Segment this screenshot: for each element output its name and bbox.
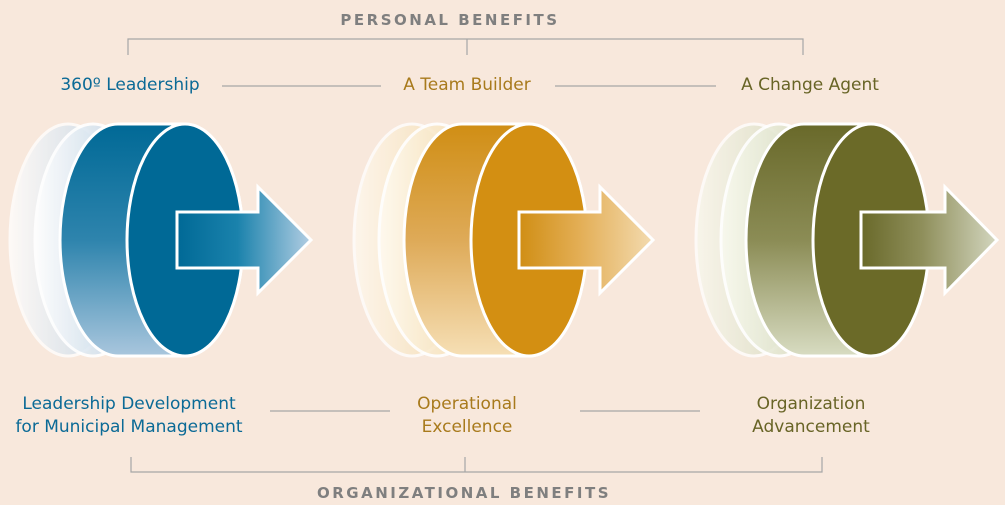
stage-2-bottom-line-1: Operational xyxy=(417,394,517,414)
stage-2-cylinder xyxy=(352,122,656,358)
stage-1-bottom-line-2: for Municipal Management xyxy=(15,417,243,437)
stage-2-top-label: A Team Builder xyxy=(403,75,531,95)
stage-2-bottom-label: Operational Excellence xyxy=(367,393,567,439)
stage-3-cylinder xyxy=(694,122,1000,358)
personal-benefits-bracket xyxy=(127,38,804,55)
stage-1-cylinder xyxy=(8,122,314,358)
stage-3-bottom-line-2: Advancement xyxy=(752,417,870,437)
stage-1-bottom-line-1: Leadership Development xyxy=(22,394,236,414)
stage-1-top-label: 360º Leadership xyxy=(60,75,200,95)
stage-2-bottom-line-2: Excellence xyxy=(421,417,513,437)
personal-benefits-title: PERSONAL BENEFITS xyxy=(340,11,560,29)
organizational-benefits-bracket xyxy=(130,457,823,473)
stage-3-top-label: A Change Agent xyxy=(741,75,879,95)
stage-1-bottom-label: Leadership Development for Municipal Man… xyxy=(0,393,258,439)
organizational-benefits-title: ORGANIZATIONAL BENEFITS xyxy=(316,484,612,502)
stage-3-bottom-label: Organization Advancement xyxy=(711,393,911,439)
stage-3-bottom-line-1: Organization xyxy=(756,394,866,414)
